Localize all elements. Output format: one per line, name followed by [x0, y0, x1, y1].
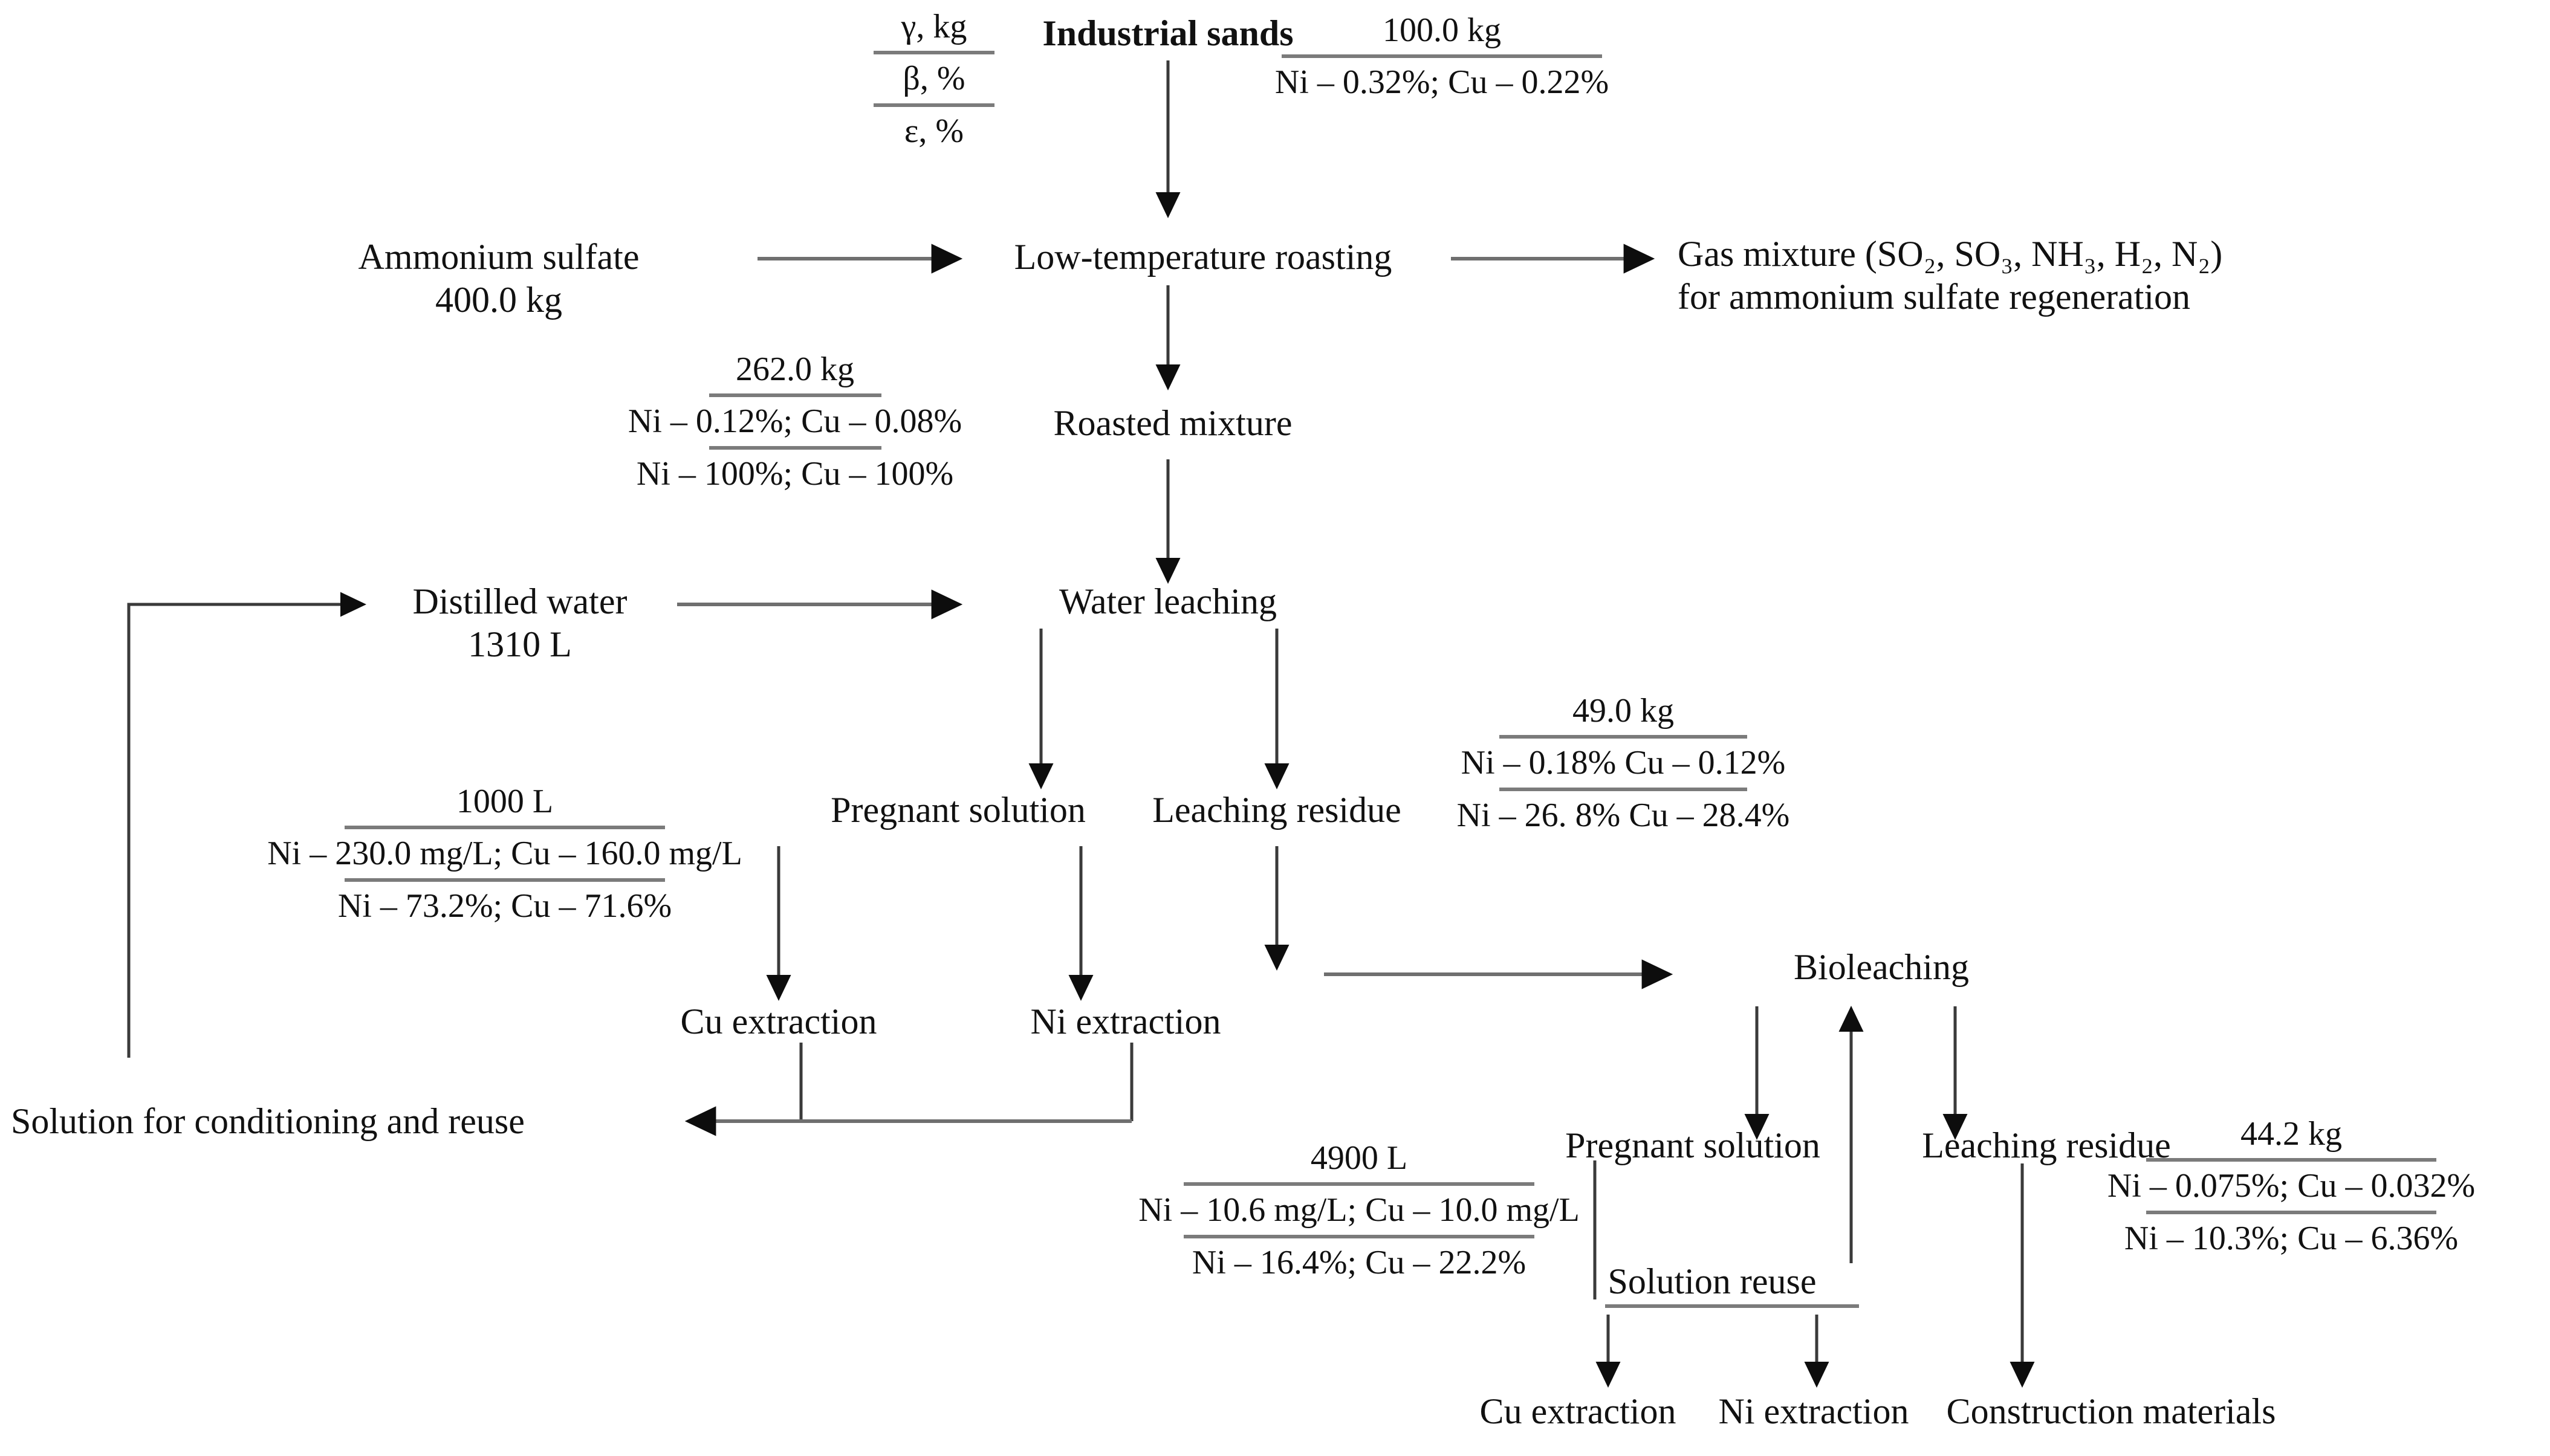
node-cu-extraction-1[interactable]: Cu extraction: [680, 1001, 877, 1041]
stream-roasted: 262.0 kg Ni – 0.12%; Cu – 0.08% Ni – 100…: [583, 348, 1007, 496]
residue2-grade: Ni – 0.075%; Cu – 0.032%: [2107, 1167, 2476, 1205]
pregnant2-rule-2: [1184, 1234, 1534, 1238]
residue2-mass: 44.2 kg: [2240, 1115, 2342, 1153]
pregnant2-rule-1: [1184, 1182, 1534, 1186]
node-water-leaching[interactable]: Water leaching: [1059, 581, 1277, 621]
node-construction-materials[interactable]: Construction materials: [1946, 1391, 2276, 1431]
node-solution-reuse[interactable]: Solution reuse: [1608, 1261, 1817, 1301]
legend-gamma: γ, kg: [901, 8, 967, 45]
node-distilled-water[interactable]: Distilled water 1310 L: [413, 580, 628, 666]
pregnant1-volume: 1000 L: [456, 783, 554, 820]
pregnant2-grade: Ni – 10.6 mg/L; Cu – 10.0 mg/L: [1138, 1191, 1580, 1229]
stream-residue-1: 49.0 kg Ni – 0.18% Cu – 0.12% Ni – 26. 8…: [1393, 689, 1853, 837]
stream-residue-2: 44.2 kg Ni – 0.075%; Cu – 0.032% Ni – 10…: [2040, 1112, 2542, 1260]
node-low-temperature-roasting[interactable]: Low-temperature roasting: [1014, 237, 1392, 277]
pregnant2-volume: 4900 L: [1310, 1139, 1408, 1177]
residue1-grade: Ni – 0.18% Cu – 0.12%: [1461, 744, 1786, 782]
roasted-rule-1: [709, 393, 881, 398]
node-ammonium-sulfate[interactable]: Ammonium sulfate 400.0 kg: [358, 236, 640, 322]
node-cu-extraction-2[interactable]: Cu extraction: [1479, 1391, 1676, 1431]
legend-beta: β, %: [903, 60, 965, 98]
roasted-rule-2: [709, 445, 881, 450]
feed-rule: [1282, 54, 1602, 59]
pregnant2-recovery: Ni – 16.4%; Cu – 22.2%: [1192, 1243, 1526, 1281]
pregnant1-grade: Ni – 230.0 mg/L; Cu – 160.0 mg/L: [267, 835, 742, 873]
roasted-mass: 262.0 kg: [736, 351, 854, 388]
node-leaching-residue-1[interactable]: Leaching residue: [1152, 790, 1401, 830]
residue1-rule-2: [1499, 787, 1747, 791]
pregnant1-recovery: Ni – 73.2%; Cu – 71.6%: [337, 887, 672, 925]
node-solution-conditioning[interactable]: Solution for conditioning and reuse: [11, 1101, 525, 1141]
node-leaching-residue-2[interactable]: Leaching residue: [1922, 1125, 2171, 1165]
stream-pregnant-2: 4900 L Ni – 10.6 mg/L; Cu – 10.0 mg/L Ni…: [1120, 1136, 1598, 1284]
node-roasted-mixture[interactable]: Roasted mixture: [1053, 403, 1293, 443]
gas-mixture-line1: Gas mixture (SO₂, SO₃, NH₃, H₂, N₂): [1678, 234, 2223, 274]
residue2-rule-1: [2146, 1158, 2436, 1162]
node-ni-extraction-1[interactable]: Ni extraction: [1030, 1001, 1221, 1041]
ammonium-sulfate-amount: 400.0 kg: [435, 279, 562, 320]
stream-pregnant-1: 1000 L Ni – 230.0 mg/L; Cu – 160.0 mg/L …: [254, 780, 756, 928]
gas-mixture-line2: for ammonium sulfate regeneration: [1678, 276, 2191, 317]
residue1-recovery: Ni – 26. 8% Cu – 28.4%: [1456, 796, 1790, 834]
stream-feed: 100.0 kg Ni – 0.32%; Cu – 0.22%: [1248, 8, 1635, 105]
residue1-mass: 49.0 kg: [1572, 692, 1674, 730]
node-ni-extraction-2[interactable]: Ni extraction: [1718, 1391, 1909, 1431]
node-industrial-sands[interactable]: Industrial sands: [1042, 13, 1294, 53]
node-gas-mixture[interactable]: Gas mixture (SO₂, SO₃, NH₃, H₂, N₂) for …: [1678, 233, 2222, 319]
feed-mass: 100.0 kg: [1383, 11, 1501, 49]
residue1-rule-1: [1499, 735, 1747, 739]
node-pregnant-solution-2[interactable]: Pregnant solution: [1565, 1125, 1820, 1165]
residue2-recovery: Ni – 10.3%; Cu – 6.36%: [2124, 1219, 2459, 1257]
feed-grade: Ni – 0.32%; Cu – 0.22%: [1274, 63, 1609, 102]
ammonium-sulfate-label: Ammonium sulfate: [358, 237, 640, 277]
legend-rule-2: [874, 103, 994, 107]
residue2-rule-2: [2146, 1210, 2436, 1214]
legend-key: γ, kg β, % ε, %: [865, 5, 1004, 153]
legend-rule-1: [874, 51, 994, 55]
pregnant1-rule-1: [345, 826, 665, 830]
roasted-recovery: Ni – 100%; Cu – 100%: [636, 455, 954, 493]
node-pregnant-solution-1[interactable]: Pregnant solution: [831, 790, 1086, 830]
node-bioleaching[interactable]: Bioleaching: [1794, 947, 1969, 987]
distilled-water-amount: 1310 L: [468, 624, 572, 664]
solution-reuse-rule: [1605, 1304, 1859, 1308]
distilled-water-label: Distilled water: [412, 581, 628, 621]
pregnant1-rule-2: [345, 878, 665, 882]
roasted-grade: Ni – 0.12%; Cu – 0.08%: [628, 403, 962, 441]
legend-epsilon: ε, %: [904, 112, 964, 150]
